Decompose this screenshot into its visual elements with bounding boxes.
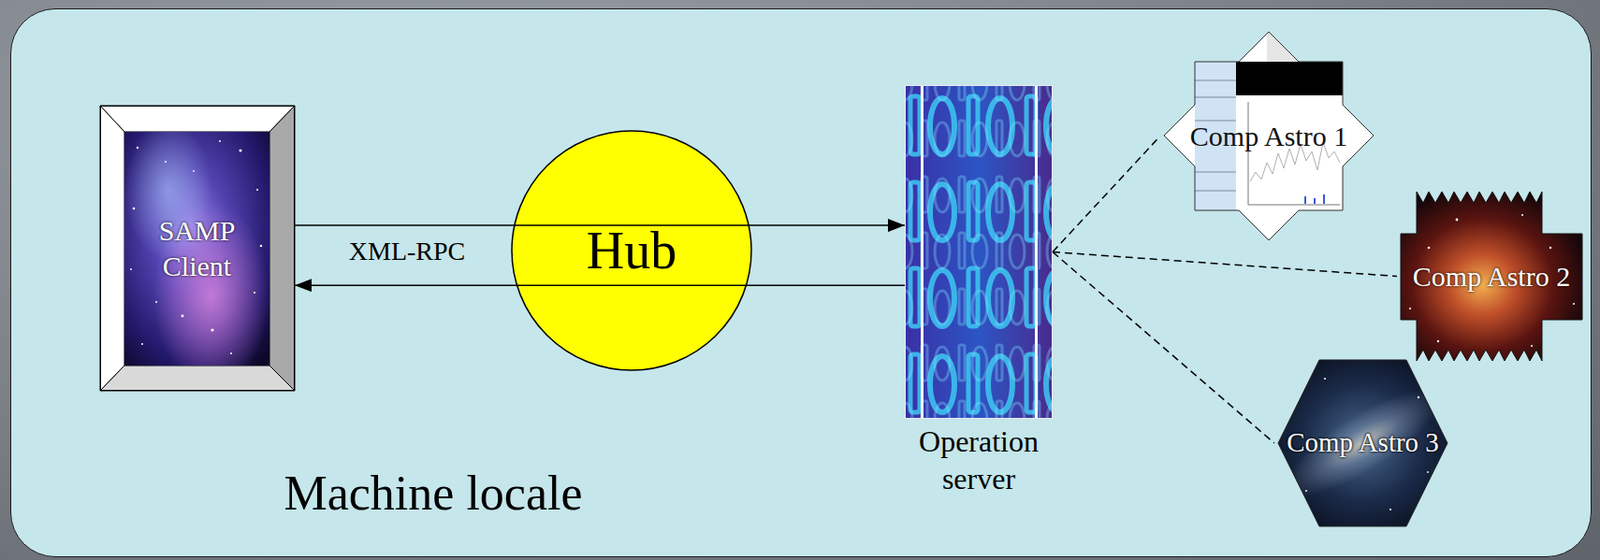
node-label: Operation server [907, 422, 1050, 498]
component-star: Comp Astro 1 [1163, 31, 1374, 241]
connector-arrow [294, 284, 905, 287]
region-box: Machine locale [10, 8, 1592, 558]
node-label: Comp Astro 2 [1412, 261, 1571, 292]
text-box: Comp Astro 1 [1163, 31, 1374, 241]
region-title: Machine locale [283, 465, 582, 523]
dashed-link [1052, 252, 1275, 445]
text-box: Comp Astro 2 [1400, 191, 1583, 362]
node-label: Comp Astro 1 [1190, 120, 1348, 152]
connector-arrow [294, 224, 905, 227]
dashed-link [1052, 136, 1161, 253]
label-box: XML-RPC [341, 234, 473, 269]
node-label: Comp Astro 3 [1286, 428, 1440, 459]
text-box: Comp Astro 3 [1278, 360, 1448, 527]
dashed-link [1052, 252, 1397, 277]
node-label: SAMP Client [139, 213, 256, 285]
picture-frame [100, 105, 295, 392]
node-label: Hub [586, 224, 677, 277]
text-box: SAMP Client [124, 131, 270, 366]
text-box: Operation server [886, 421, 1072, 500]
component-cross: Comp Astro 2 [1400, 191, 1583, 362]
binary-panel [904, 85, 1053, 420]
hub-circle: Hub [510, 130, 753, 372]
server-box: Operation server [904, 85, 1053, 502]
protocol-label: XML-RPC [349, 234, 466, 269]
client-box: SAMP Client [100, 105, 295, 392]
text-box: Hub [510, 130, 753, 372]
component-hexagon: Comp Astro 3 [1278, 360, 1448, 527]
text-box: Machine locale [199, 465, 668, 523]
